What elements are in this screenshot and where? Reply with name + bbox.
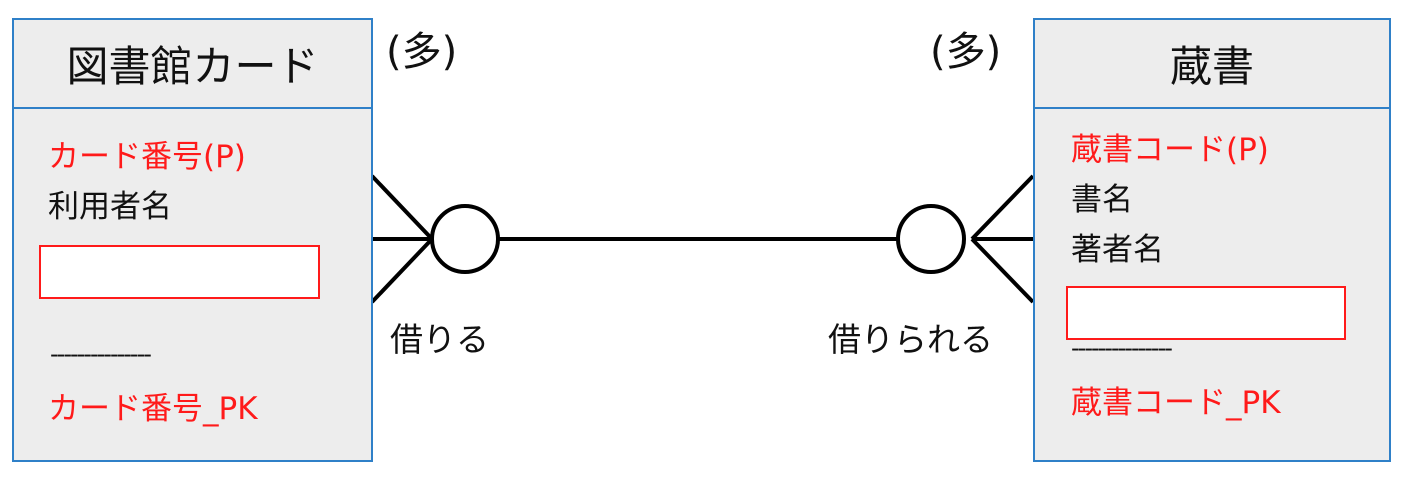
entity-title: 図書館カード: [14, 20, 371, 109]
separator: ---------------: [1071, 334, 1173, 362]
attribute: 書名: [1071, 182, 1133, 218]
attribute: 利用者名: [48, 189, 172, 225]
crow-foot-left-lower: [370, 237, 434, 304]
multiplicity-left: (多): [386, 29, 458, 75]
crow-foot-right-upper: [970, 174, 1035, 241]
primary-key-constraint: カード番号_PK: [48, 391, 258, 427]
crow-foot-right-lower: [970, 237, 1035, 304]
crow-foot-left-upper: [370, 174, 434, 241]
attribute: 著者名: [1071, 232, 1164, 268]
multiplicity-right: (多): [930, 29, 1002, 75]
separator: ---------------: [50, 340, 152, 368]
optional-circle-left: [430, 204, 500, 274]
primary-key-constraint: 蔵書コード_PK: [1071, 385, 1281, 421]
blank-attribute-box: [39, 245, 320, 299]
entity-library-card: 図書館カード: [12, 18, 373, 462]
relationship-label-right: 借りられる: [828, 320, 993, 359]
attribute-primary-key: カード番号(P): [48, 139, 246, 175]
optional-circle-right: [896, 204, 966, 274]
relationship-label-left: 借りる: [390, 320, 489, 359]
entity-title: 蔵書: [1035, 20, 1389, 109]
entity-collection: 蔵書: [1033, 18, 1391, 462]
attribute-primary-key: 蔵書コード(P): [1071, 132, 1269, 168]
blank-attribute-box: [1066, 286, 1346, 340]
